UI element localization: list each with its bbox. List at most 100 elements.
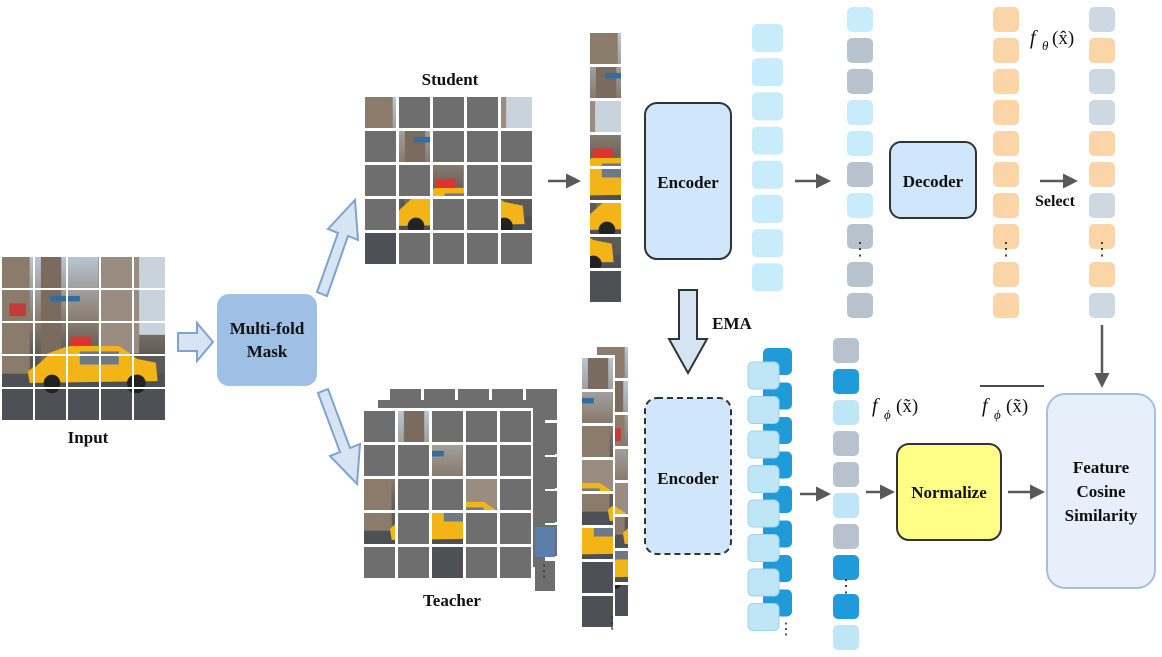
ema-label: EMA [712,314,752,333]
cosine-label: Cosine [1076,482,1126,501]
teacher-front-masked-patch [500,479,531,510]
teacher-front-masked-patch [398,479,429,510]
input-image [2,257,165,420]
mask-to-student-arrow [315,197,360,298]
teacher-encoder-token-front [747,499,780,528]
teacher-front-masked-patch [500,445,531,476]
similarity-label: Similarity [1065,506,1138,525]
student-masked-patch [365,131,396,162]
teacher-side-patch [535,425,555,455]
teacher-encoder-token-front [747,465,780,493]
svg-text:θ: θ [1042,38,1049,53]
f-phi-label: f ϕ (x̃) [872,395,918,422]
input-to-mask-arrow [177,320,215,364]
student-full-token [847,38,873,63]
teacher-front-masked-patch [432,479,463,510]
svg-text:ϕ: ϕ [884,407,891,422]
student-full-ellipsis: ⋮ [851,239,869,259]
decoder-output-token [993,162,1019,187]
teacher-encoder: Encoder [644,397,732,555]
teacher-front-masked-patch [398,513,429,544]
teacher-front-masked-patch [466,547,497,578]
teacher-feature-token [833,594,859,619]
student-masked-patch [501,233,532,264]
selected-token [1089,162,1115,187]
svg-text:ϕ: ϕ [994,407,1001,422]
student-full-token [847,224,873,249]
f-phi-normalized-label: f ϕ (x̃) [980,385,1044,422]
student-masked-patch [433,199,464,230]
decoder-output-token [993,69,1019,94]
teacher-front-masked-patch [500,547,531,578]
student-masked-patch [433,233,464,264]
student-full-token [847,100,873,125]
feature-cosine-similarity-box: Feature Cosine Similarity [1046,393,1156,589]
student-full-token [847,162,873,187]
select-label: Select [1035,193,1076,210]
selected-token [1089,69,1115,94]
student-encoder-token [752,229,783,258]
mask-to-teacher-arrow [316,387,362,487]
teacher-front-masked-patch [398,547,429,578]
student-encoder-label: Encoder [657,173,719,192]
student-masked-patch [467,131,498,162]
decoder-out-ellipsis: ⋮ [997,239,1015,259]
svg-text:f: f [1030,27,1038,49]
student-encoder: Encoder [644,102,732,260]
selected-token [1089,38,1115,63]
student-masked-grid [365,97,532,264]
teacher-feature-ellipsis: ⋮ [837,576,855,596]
teacher-encoder-token-front [747,534,780,562]
decoder-output-tokens [993,7,1019,318]
normalize-label: Normalize [911,483,987,502]
decoder: Decoder [889,141,977,219]
student-masked-patch [501,131,532,162]
decoder-output-token [993,262,1019,287]
student-encoder-token [752,126,783,155]
teacher-encoder-ellipsis: ⋮ [778,621,794,638]
student-full-token-sequence [847,7,873,318]
selected-token [1089,100,1115,125]
f-theta-label: f θ (x̂) [1030,27,1074,53]
selected-token [1089,7,1115,32]
teacher-feature-token [833,524,859,549]
teacher-front-masked-patch [364,411,395,442]
teacher-front-masked-patch [500,411,531,442]
decoder-output-token [993,38,1019,63]
selected-tokens [1089,7,1115,318]
svg-text:(x̃): (x̃) [896,396,918,417]
teacher-encoder-token-front [747,568,780,597]
teacher-feature-token [833,462,859,487]
normalize-box: Normalize [896,443,1002,541]
student-full-token [847,131,873,156]
decoder-output-token [993,193,1019,218]
student-masked-patch [399,233,430,264]
student-masked-patch [467,233,498,264]
teacher-patch-ellipsis: ⋮ [604,615,620,632]
teacher-feature-token [833,369,859,394]
selected-token [1089,193,1115,218]
student-full-token [847,293,873,318]
svg-text:f: f [982,395,990,417]
multi-fold-mask-box: Multi-fold Mask [217,294,317,386]
teacher-front-masked-patch [500,513,531,544]
student-masked-patch [501,165,532,196]
student-encoder-token [752,160,783,189]
teacher-feature-token [833,338,859,363]
student-encoder-tokens [752,24,783,292]
selected-token [1089,293,1115,318]
teacher-grid-ellipsis: ⋮ [536,563,552,580]
teacher-side-patch [535,527,555,557]
ema-arrow [667,289,709,376]
multi-fold-label: Multi-fold [230,319,305,338]
teacher-feature-token [833,555,859,580]
teacher-front-masked-patch [364,445,395,476]
teacher-label: Teacher [423,591,481,610]
decoder-output-token [993,224,1019,249]
teacher-visible-patches: ⋮ [579,347,628,635]
student-encoder-token [752,24,783,52]
student-full-token [847,193,873,218]
student-masked-patch [399,165,430,196]
teacher-side-patch [535,493,555,523]
